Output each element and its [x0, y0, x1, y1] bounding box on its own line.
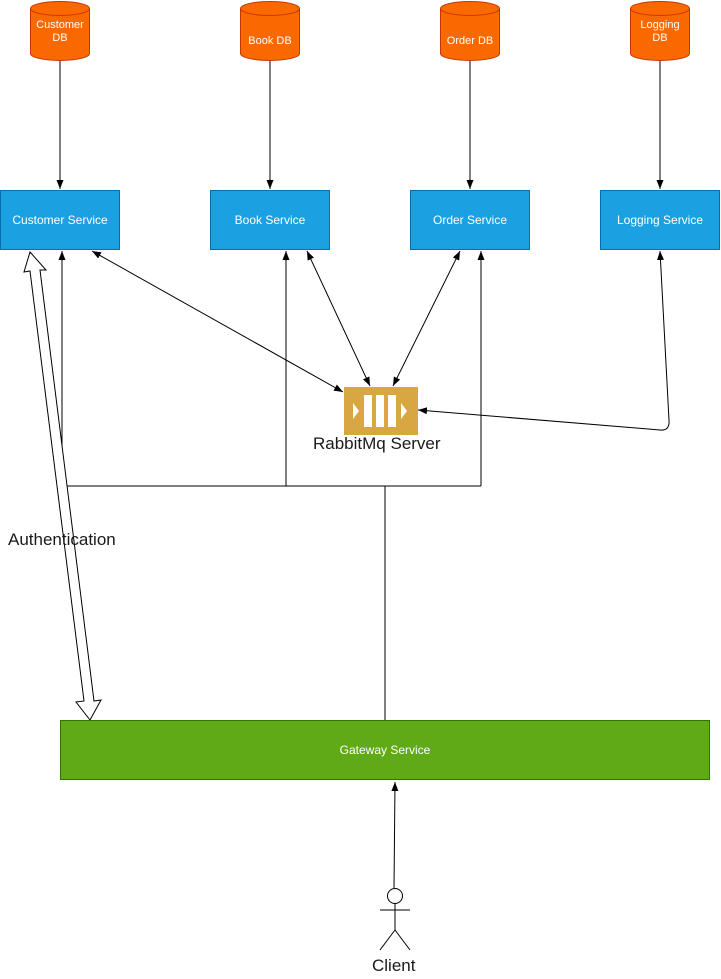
order-service[interactable]: Order Service [410, 190, 530, 250]
database-cylinder-icon [240, 1, 300, 61]
edge-book-service-rabbitmq [306, 250, 371, 387]
db-label: Book DB [248, 35, 292, 47]
queue-icon[interactable] [344, 387, 418, 435]
book-db: Book DB [240, 1, 300, 61]
rabbitmq-label: RabbitMq Server [313, 434, 441, 453]
edge-client-to-gateway [391, 781, 399, 889]
book-service[interactable]: Book Service [210, 190, 330, 250]
customer-db: Customer DB [30, 1, 90, 61]
db-label: Order DB [446, 35, 494, 47]
gateway-service[interactable]: Gateway Service [60, 720, 710, 780]
customer-service[interactable]: Customer Service [0, 190, 120, 250]
edge-customer-service-rabbitmq [91, 250, 344, 393]
db-label: Customer DB [36, 19, 84, 44]
authentication-label: Authentication [8, 530, 116, 549]
order-db: Order DB [440, 1, 500, 61]
actor-icon[interactable] [378, 888, 412, 952]
database-cylinder-icon [440, 1, 500, 61]
edge-order-service-rabbitmq [392, 250, 461, 387]
client-label: Client [372, 956, 416, 975]
database-cylinder-icon [30, 1, 90, 61]
logging-service[interactable]: Logging Service [600, 190, 720, 250]
db-label: Logging DB [640, 19, 680, 44]
logging-db: Logging DB [630, 1, 690, 61]
database-cylinder-icon [630, 1, 690, 61]
edge-logging-service-rabbitmq [417, 250, 670, 431]
